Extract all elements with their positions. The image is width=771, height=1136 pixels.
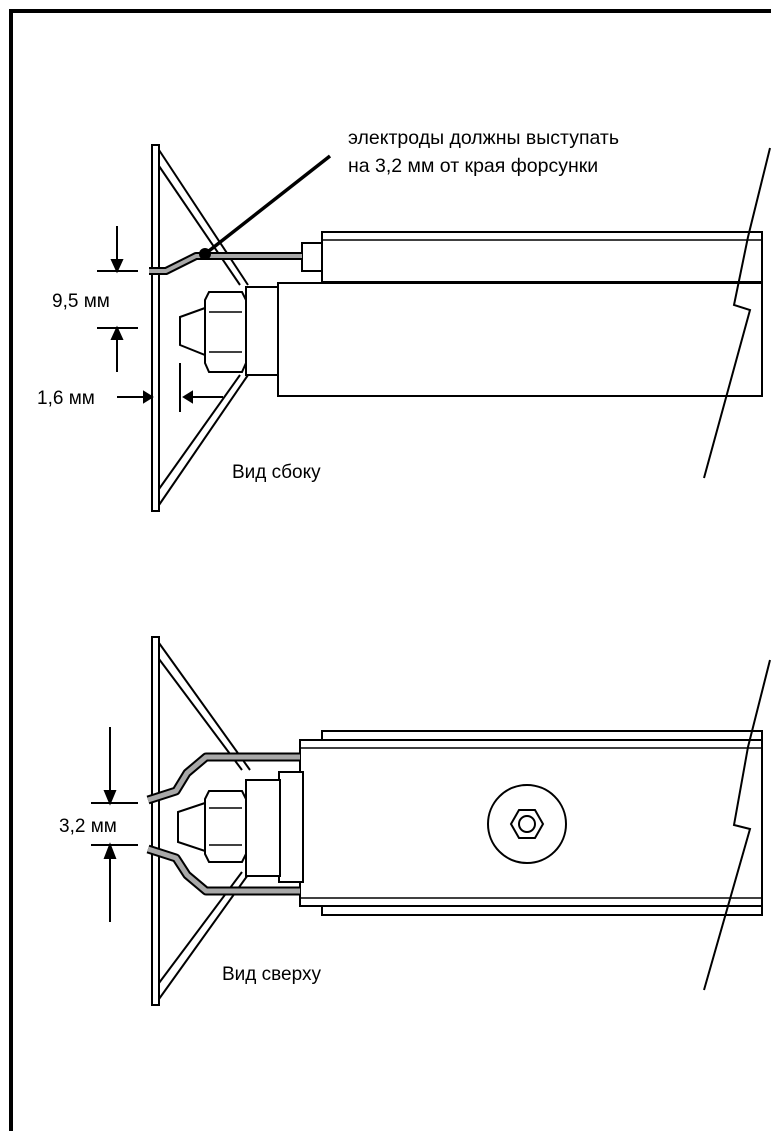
callout-dot bbox=[199, 248, 211, 260]
side-cone-struts bbox=[158, 149, 249, 506]
side-nozzle-tip bbox=[179, 306, 206, 357]
top-nozzle-tip bbox=[177, 801, 206, 853]
callout-leader-line bbox=[203, 154, 332, 256]
side-dim-offset-lines bbox=[117, 363, 223, 412]
side-dim-offset-label: 1,6 мм bbox=[37, 388, 95, 409]
side-break-line bbox=[703, 147, 771, 479]
top-cone-plate bbox=[151, 636, 160, 1006]
callout-line-1: электроды должны выступать bbox=[348, 127, 619, 149]
side-nozzle-adapter bbox=[245, 286, 279, 376]
top-nozzle-sleeve bbox=[278, 771, 304, 883]
side-nozzle-tube bbox=[277, 282, 763, 397]
side-dim-gap-lines bbox=[97, 226, 138, 372]
top-nozzle-hex bbox=[204, 790, 247, 863]
top-nozzle-adapter bbox=[245, 779, 281, 877]
side-view-caption: Вид сбоку bbox=[232, 462, 321, 483]
callout-line-2: на 3,2 мм от края форсунки bbox=[348, 155, 598, 177]
top-break-line bbox=[703, 659, 771, 991]
side-nozzle-hex bbox=[204, 291, 247, 373]
top-view: 3,2 мм Вид сверху bbox=[59, 636, 771, 1006]
side-view: электроды должны выступать на 3,2 мм от … bbox=[37, 127, 771, 512]
side-cone-plate bbox=[151, 144, 160, 512]
top-view-caption: Вид сверху bbox=[222, 964, 321, 985]
top-dim-gap-lines bbox=[91, 727, 138, 922]
side-electrode-insulator bbox=[301, 242, 323, 272]
side-dim-gap-label: 9,5 мм bbox=[52, 291, 110, 312]
top-dim-gap-label: 3,2 мм bbox=[59, 816, 117, 837]
page-frame bbox=[9, 9, 771, 1131]
